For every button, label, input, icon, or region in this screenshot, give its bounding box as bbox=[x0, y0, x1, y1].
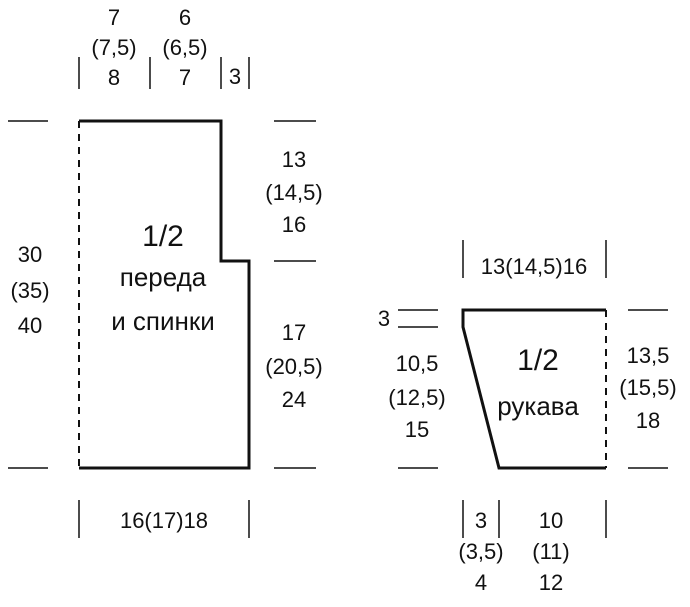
body-bottom-ticks bbox=[78, 500, 250, 538]
sleeve-bottom-width-3: 12 bbox=[539, 570, 563, 595]
body-top-width-left-1: 7 bbox=[108, 5, 120, 30]
sleeve-top-offset: 3 bbox=[378, 306, 390, 331]
body-height-upper-3: 16 bbox=[282, 212, 306, 237]
sleeve-height-left-1: 10,5 bbox=[396, 351, 439, 376]
body-top-ticks bbox=[78, 57, 250, 89]
body-top-width-mid-1: 6 bbox=[179, 5, 191, 30]
body-subtitle-line2: и спинки bbox=[111, 306, 215, 336]
body-top-width-left-2: (7,5) bbox=[91, 35, 136, 60]
body-top-width-mid-3: 7 bbox=[179, 65, 191, 90]
body-piece: 1/2 переда и спинки 7 (7,5) 8 6 (6,5) 7 … bbox=[8, 5, 323, 538]
sleeve-bottom-ticks bbox=[462, 500, 607, 538]
body-subtitle-line1: переда bbox=[120, 262, 207, 292]
body-top-width-mid-2: (6,5) bbox=[162, 35, 207, 60]
sleeve-bottom-width-1: 10 bbox=[539, 508, 563, 533]
sleeve-bottom-width-2: (11) bbox=[532, 539, 570, 564]
body-height-total-1: 30 bbox=[18, 242, 42, 267]
body-height-lower-2: (20,5) bbox=[265, 354, 322, 379]
body-top-width-left-3: 8 bbox=[108, 65, 120, 90]
body-reference-lines bbox=[8, 120, 316, 469]
body-height-total-3: 40 bbox=[18, 313, 42, 338]
sleeve-reference-lines bbox=[398, 309, 668, 469]
sleeve-bottom-offset-1: 3 bbox=[475, 508, 487, 533]
sleeve-bottom-offset-3: 4 bbox=[475, 570, 487, 595]
sleeve-outline bbox=[461, 308, 606, 470]
body-height-total-2: (35) bbox=[10, 278, 49, 303]
body-height-upper-2: (14,5) bbox=[265, 180, 322, 205]
body-title: 1/2 bbox=[142, 220, 184, 253]
sleeve-top-width: 13(14,5)16 bbox=[481, 254, 587, 279]
body-bottom-width: 16(17)18 bbox=[120, 508, 208, 533]
sleeve-height-right-2: (15,5) bbox=[619, 375, 676, 400]
sleeve-subtitle: рукава bbox=[497, 391, 579, 421]
sleeve-piece: 1/2 рукава 13(14,5)16 3 10,5 (12,5) 15 1… bbox=[378, 240, 677, 595]
body-height-upper-1: 13 bbox=[282, 147, 306, 172]
sleeve-bottom-offset-2: (3,5) bbox=[458, 539, 503, 564]
sleeve-title: 1/2 bbox=[517, 344, 559, 377]
body-top-width-step: 3 bbox=[229, 64, 241, 89]
sleeve-height-right-3: 18 bbox=[636, 408, 660, 433]
body-height-lower-1: 17 bbox=[282, 320, 306, 345]
sleeve-top-ticks bbox=[462, 240, 607, 278]
body-outline bbox=[79, 119, 251, 470]
body-height-lower-3: 24 bbox=[282, 387, 306, 412]
sleeve-height-right-1: 13,5 bbox=[627, 343, 670, 368]
sleeve-height-left-3: 15 bbox=[405, 417, 429, 442]
sleeve-height-left-2: (12,5) bbox=[388, 385, 445, 410]
